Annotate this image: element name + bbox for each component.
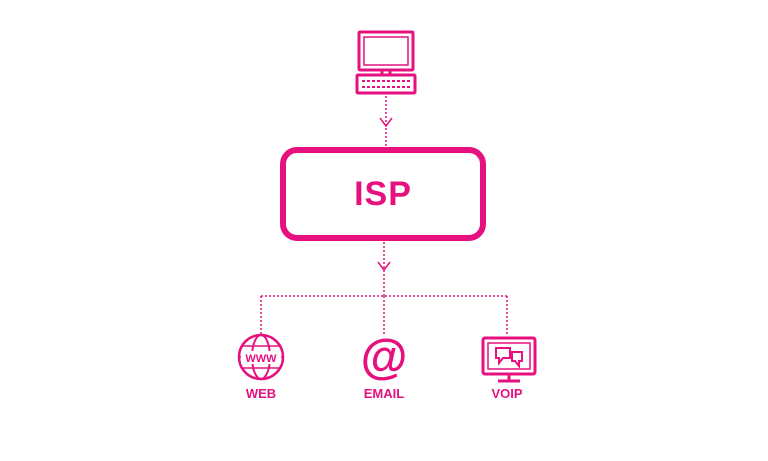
isp-label: ISP [354, 175, 412, 213]
voip-label: VOIP [491, 386, 523, 401]
monitor-chat-icon [481, 336, 537, 383]
isp-box [280, 147, 486, 241]
email-label: EMAIL [363, 386, 405, 401]
at-sign-icon: @ [361, 331, 408, 384]
connector-isp-branch [377, 242, 391, 296]
globe-www-text: WWW [245, 353, 277, 365]
web-label: WEB [245, 386, 277, 401]
connector-computer-isp [379, 96, 393, 148]
globe-icon: WWW [237, 333, 285, 381]
desktop-computer-icon [355, 30, 417, 95]
branch-lines [260, 295, 508, 334]
